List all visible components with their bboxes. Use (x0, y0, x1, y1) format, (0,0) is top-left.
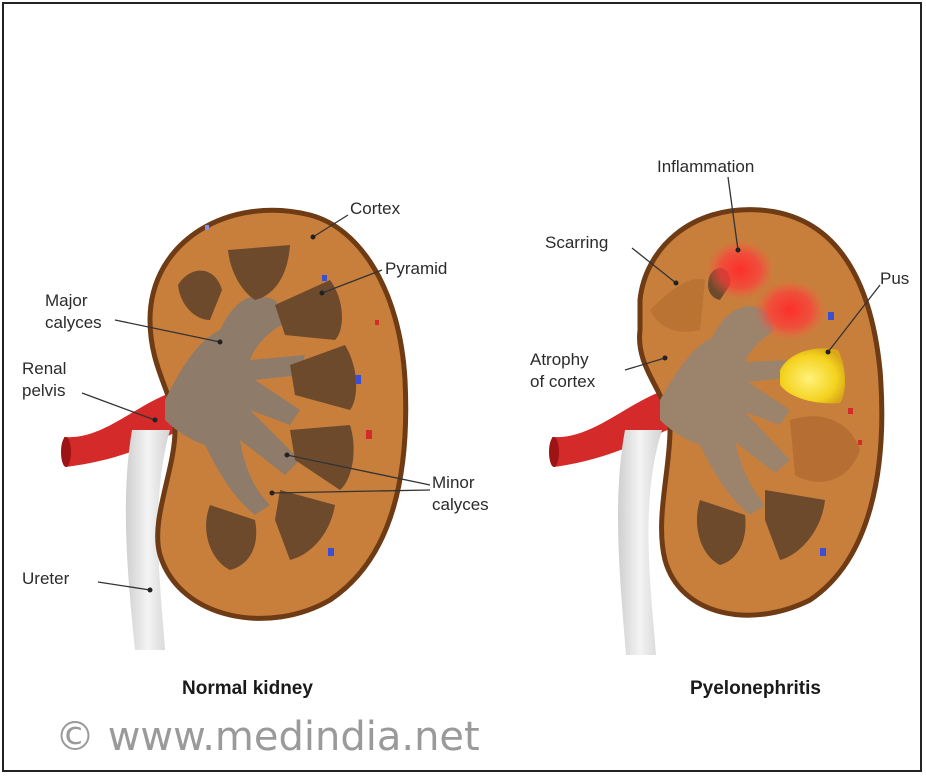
label-pus: Pus (880, 269, 909, 288)
label-scarring: Scarring (545, 233, 608, 252)
caption-pyelonephritis: Pyelonephritis (690, 678, 821, 699)
label-pyramid: Pyramid (385, 259, 447, 278)
ureter (618, 430, 662, 655)
label-cortex: Cortex (350, 199, 401, 218)
caption-normal-kidney: Normal kidney (182, 678, 313, 699)
pyelonephritis-kidney: Inflammation Scarring Pus Atrophy of cor… (530, 157, 909, 699)
label-minor-calyces-line2: calyces (432, 495, 489, 514)
label-major-calyces-line1: Major (45, 291, 88, 310)
label-atrophy-line1: Atrophy (530, 350, 589, 369)
label-ureter: Ureter (22, 569, 70, 588)
label-major-calyces-line2: calyces (45, 313, 102, 332)
inflammation-area (754, 280, 826, 340)
label-minor-calyces-line1: Minor (432, 473, 475, 492)
label-inflammation: Inflammation (657, 157, 754, 176)
label-renal-pelvis-line1: Renal (22, 359, 66, 378)
watermark: © www.medindia.net (55, 714, 480, 760)
label-renal-pelvis-line2: pelvis (22, 381, 65, 400)
normal-kidney: Cortex Pyramid Major calyces Renal pelvi… (22, 199, 489, 699)
label-atrophy-line2: of cortex (530, 372, 596, 391)
